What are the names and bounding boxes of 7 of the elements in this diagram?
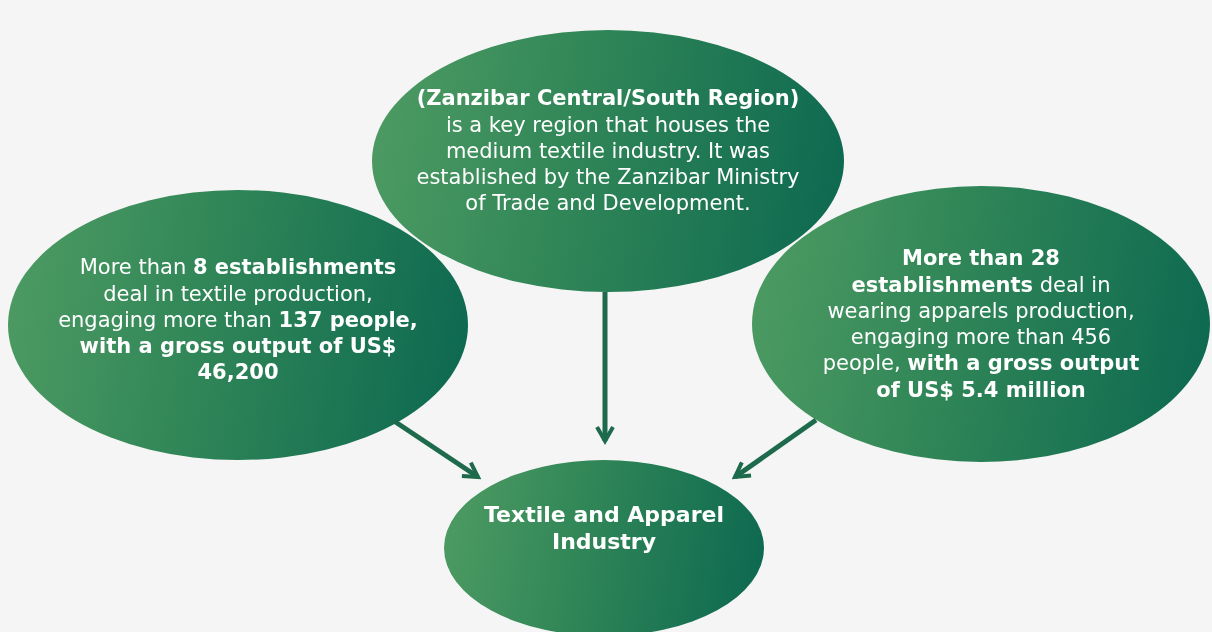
- node-text: (Zanzibar Central/South Region) is a key region that houses the medium textile industry. It was established by the Zanzibar Ministry of Trade and Development.: [415, 85, 801, 217]
- arrow: [595, 292, 615, 443]
- arrow: [392, 418, 480, 480]
- node-text: More than 28 establishments deal in wearing apparels production, engaging more than 456 people, with a gross output of US$ 5.4 million: [821, 245, 1141, 403]
- node-text: More than 8 establishments deal in textile production, engaging more than 137 people, with a gross output of US$ 46,200: [58, 254, 418, 386]
- arrow: [733, 417, 818, 480]
- node-text: Textile and Apparel Industry: [483, 500, 725, 556]
